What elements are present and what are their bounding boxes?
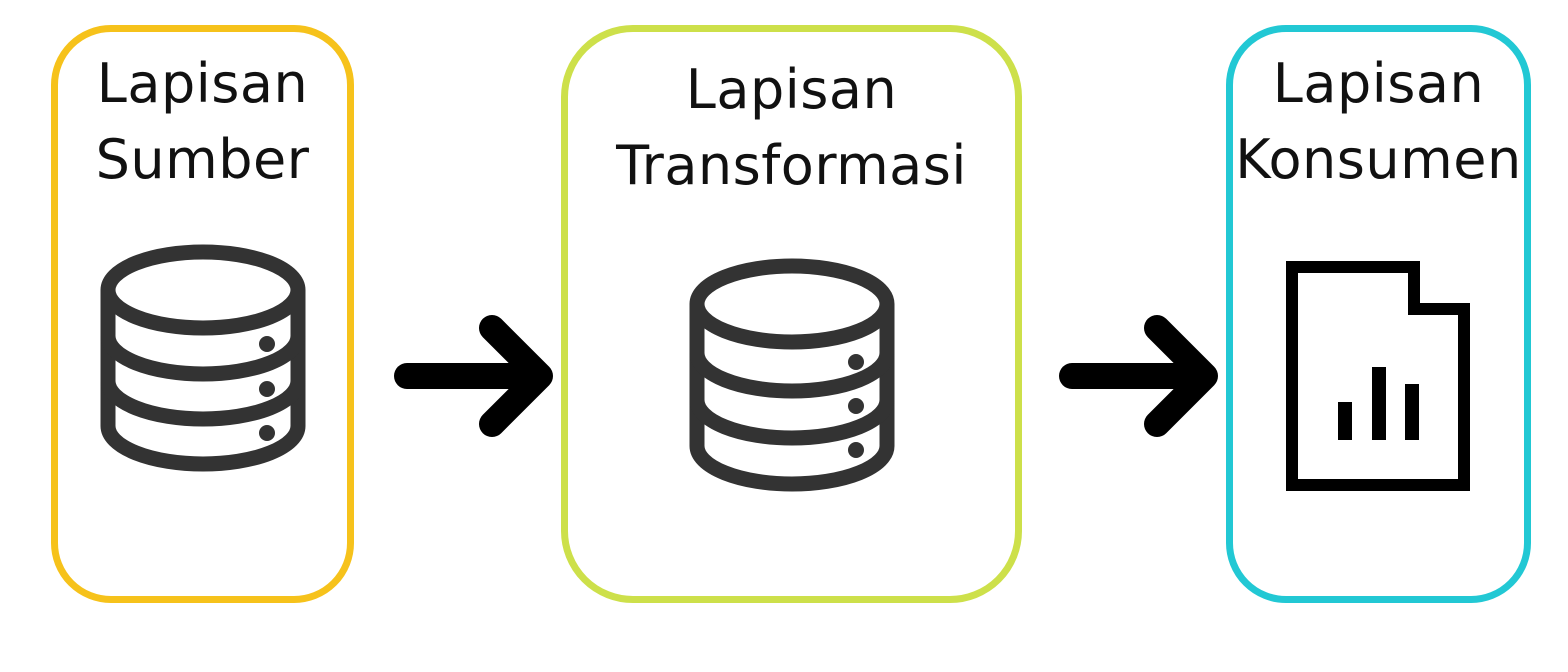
transformation-layer-title: Lapisan Transformasi <box>568 52 1015 204</box>
database-icon <box>100 244 306 472</box>
source-layer-title-line2: Sumber <box>95 128 310 191</box>
arrow-right-icon <box>394 315 553 437</box>
report-document-icon <box>1286 261 1470 491</box>
transformation-layer-box: Lapisan Transformasi <box>561 25 1022 603</box>
source-layer-title-line1: Lapisan <box>96 52 309 115</box>
consumer-layer-title-line1: Lapisan <box>1272 52 1485 115</box>
arrow-right-icon <box>1059 315 1218 437</box>
consumer-layer-title-line2: Konsumen <box>1235 128 1522 191</box>
consumer-layer-box: Lapisan Konsumen <box>1226 25 1531 603</box>
consumer-layer-title: Lapisan Konsumen <box>1233 46 1524 198</box>
transformation-layer-title-line2: Transformasi <box>616 134 967 197</box>
source-layer-title: Lapisan Sumber <box>58 46 347 198</box>
database-icon <box>689 258 895 492</box>
transformation-layer-title-line1: Lapisan <box>685 58 898 121</box>
